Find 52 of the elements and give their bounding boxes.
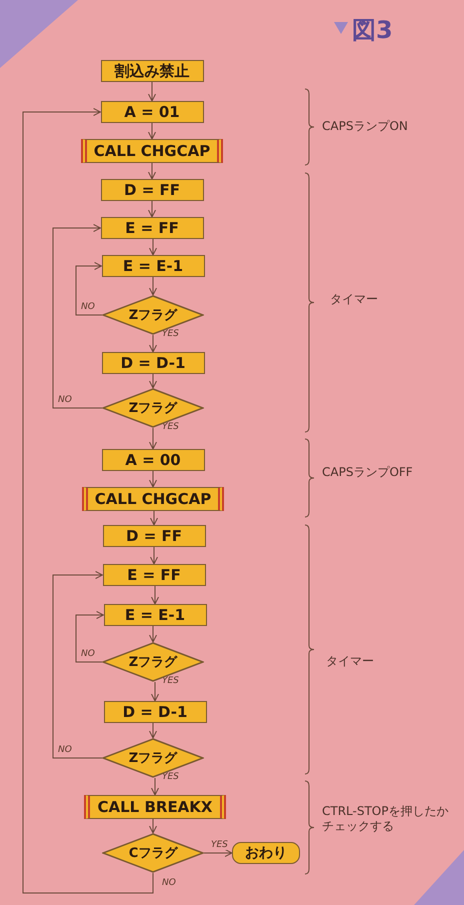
- arrow: [204, 849, 232, 857]
- arrow: [148, 200, 156, 218]
- arrow: [149, 238, 157, 256]
- edge-label: NO: [80, 302, 96, 312]
- arrow: [151, 682, 159, 702]
- process-box: E = E-1: [102, 255, 204, 277]
- arrow: [149, 334, 157, 352]
- edge-label: YES: [210, 840, 229, 850]
- arrow: [76, 262, 102, 316]
- arrow: [148, 122, 156, 140]
- arrow: [149, 428, 157, 450]
- subroutine-box: CALL CHGCAP: [82, 487, 224, 511]
- section-label: CTRL-STOPを押したかチェックする: [322, 804, 450, 834]
- arrow: [150, 546, 158, 564]
- arrow: [148, 82, 156, 102]
- process-box: E = FF: [100, 217, 204, 239]
- process-box: A = 00: [102, 449, 204, 471]
- process-box: E = E-1: [104, 604, 206, 626]
- section-label: CAPSランプON: [322, 119, 409, 134]
- process-box: D = D-1: [104, 701, 206, 723]
- arrow: [76, 611, 104, 662]
- terminal-box: おわり: [232, 842, 300, 864]
- arrow: [149, 276, 157, 296]
- edge-label: NO: [57, 395, 73, 405]
- edge-label: NO: [80, 649, 96, 659]
- edge-label: NO: [161, 878, 177, 888]
- arrow: [22, 108, 154, 894]
- process-box: D = D-1: [102, 352, 204, 374]
- process-box: E = FF: [102, 564, 206, 586]
- section-label: CAPSランプOFF: [322, 465, 414, 480]
- arrow: [149, 470, 157, 488]
- subroutine-box: CALL CHGCAP: [81, 139, 223, 163]
- process-box: D = FF: [102, 525, 206, 547]
- arrow: [149, 626, 157, 642]
- arrow: [151, 586, 159, 604]
- arrow: [149, 818, 157, 834]
- arrow: [149, 722, 157, 738]
- arrow: [150, 510, 158, 526]
- process-box: A = 01: [100, 101, 204, 123]
- arrow: [148, 162, 156, 180]
- process-box: 割込み禁止: [100, 60, 204, 82]
- arrow: [151, 778, 159, 796]
- subroutine-box: CALL BREAKX: [84, 795, 226, 819]
- decision-diamond: Cフラグ: [102, 833, 204, 873]
- process-box: D = FF: [100, 179, 204, 201]
- arrow: [52, 571, 103, 758]
- section-label: タイマー: [326, 654, 375, 669]
- figure-title: 図3: [352, 15, 393, 46]
- arrow: [52, 224, 102, 408]
- section-label: タイマー: [330, 292, 379, 307]
- edge-label: NO: [57, 745, 73, 755]
- arrow: [149, 374, 157, 388]
